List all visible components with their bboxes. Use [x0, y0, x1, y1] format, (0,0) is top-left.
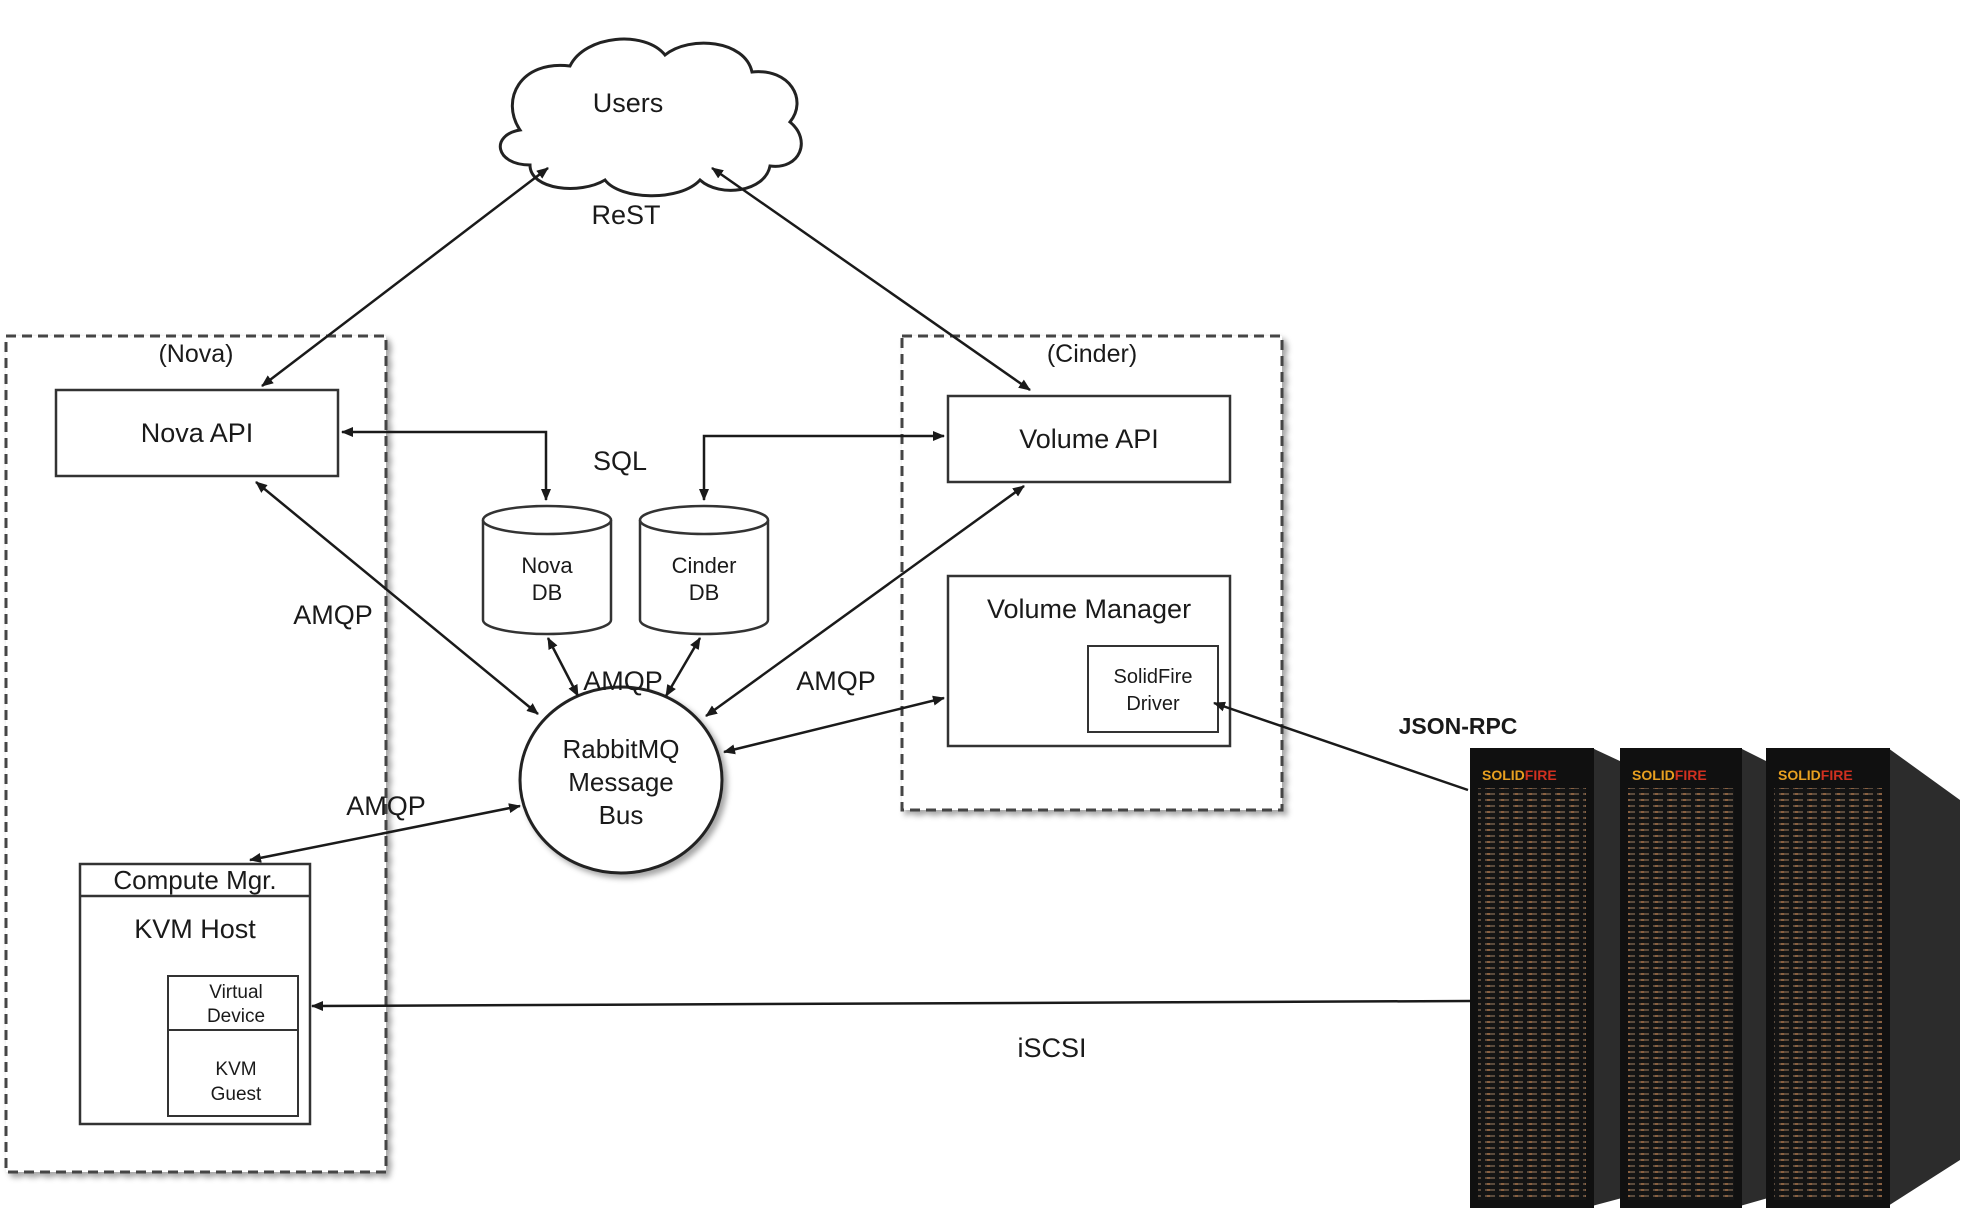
edge-storage-solidfire-driver: [1213, 701, 1469, 792]
rabbitmq-label-1: RabbitMQ: [562, 734, 679, 764]
virtual-device-label-2: Device: [207, 1006, 265, 1027]
edge-nova-db-rabbitmq: [546, 637, 580, 697]
edge-rabbitmq-compute-mgr: [249, 803, 521, 863]
rack-panel: [1774, 788, 1882, 1200]
users-cloud: Users: [498, 37, 803, 198]
solidfire-driver-label-2: Driver: [1126, 693, 1180, 715]
rabbitmq-label-3: Bus: [599, 800, 644, 830]
rack-side: [1740, 748, 1768, 1206]
amqp-nova-label: AMQP: [293, 600, 373, 630]
solidfire-driver-box: [1087, 645, 1219, 733]
edge-cinder-db-volume-api: [699, 431, 945, 501]
nova-db-label-1: Nova: [521, 553, 573, 578]
rack-side: [1592, 748, 1622, 1206]
volume-api-box: [946, 394, 1232, 484]
edge-nova-api-nova-db: [341, 427, 551, 501]
users-label: Users: [593, 88, 664, 118]
volume-manager-label: Volume Manager: [987, 594, 1191, 624]
solidfire-storage-cluster: SOLIDFIRE SOLIDFIRE SOLIDFIRE: [1470, 748, 1960, 1208]
edge-storage-virtual-device: [311, 999, 1471, 1011]
edge-users-nova-api: [261, 167, 549, 387]
rabbitmq-circle: [518, 685, 724, 875]
json-rpc-label: JSON-RPC: [1399, 713, 1518, 739]
rack-brand-logo: SOLIDFIRE: [1632, 767, 1707, 783]
nova-api-box: [54, 388, 340, 478]
kvm-guest-label-1: KVM: [215, 1059, 256, 1080]
rack-side: [1888, 748, 1960, 1206]
amqp-compute-label: AMQP: [346, 791, 426, 821]
rabbitmq-bus: RabbitMQ Message Bus: [518, 685, 724, 875]
rack-panel: [1478, 788, 1586, 1200]
edge-rabbitmq-volume-manager: [723, 695, 945, 755]
edge-cinder-db-rabbitmq: [664, 637, 702, 697]
virtual-device-box: [167, 975, 299, 1031]
rack-brand-logo: SOLIDFIRE: [1778, 767, 1853, 783]
iscsi-label: iSCSI: [1017, 1033, 1086, 1063]
nova-db-top: [481, 504, 613, 536]
rabbitmq-label-2: Message: [568, 767, 674, 797]
compute-mgr-label: Compute Mgr.: [113, 865, 276, 895]
amqp-db-label: AMQP: [583, 666, 663, 696]
cinder-db-top: [638, 504, 770, 536]
edge-users-volume-api: [711, 166, 1031, 392]
nova-api-label: Nova API: [141, 418, 254, 448]
edge-volume-api-rabbitmq: [705, 484, 1025, 718]
virtual-device-label-1: Virtual: [209, 982, 263, 1003]
storage-rack: SOLIDFIRE: [1766, 748, 1960, 1208]
cinder-group-label: (Cinder): [1047, 340, 1137, 368]
nova-db: Nova DB: [481, 504, 613, 636]
nova-group-label: (Nova): [158, 340, 233, 368]
kvm-host-label: KVM Host: [134, 914, 256, 944]
nova-db-label-2: DB: [532, 580, 563, 605]
kvm-guest-label-2: Guest: [211, 1084, 262, 1105]
rack-brand-logo: SOLIDFIRE: [1482, 767, 1557, 783]
cloud-shape: [498, 37, 803, 198]
rest-label: ReST: [591, 200, 660, 230]
rack-panel: [1628, 788, 1734, 1200]
cinder-db-label-2: DB: [689, 580, 720, 605]
cinder-db: Cinder DB: [638, 504, 770, 636]
sql-label: SQL: [593, 446, 647, 476]
volume-api-label: Volume API: [1019, 424, 1159, 454]
cinder-db-label-1: Cinder: [672, 553, 737, 578]
storage-rack: SOLIDFIRE: [1470, 748, 1622, 1208]
storage-rack: SOLIDFIRE: [1620, 748, 1768, 1208]
connections: [249, 166, 1471, 1011]
kvm-guest-box: [167, 1029, 299, 1117]
edge-nova-api-rabbitmq: [255, 481, 539, 715]
amqp-cinder-label: AMQP: [796, 666, 876, 696]
solidfire-driver-label-1: SolidFire: [1114, 666, 1193, 688]
